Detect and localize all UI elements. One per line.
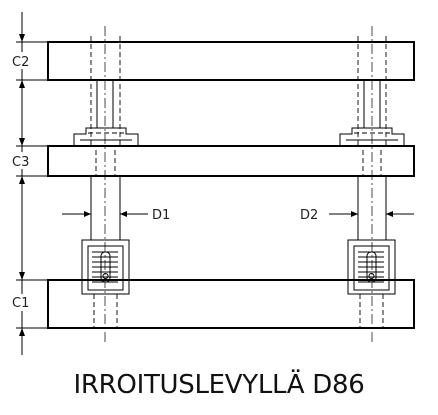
label-c3: C3 — [12, 155, 29, 170]
label-c2: C2 — [12, 55, 29, 70]
vertical-dimension-chain — [12, 12, 48, 355]
label-d2: D2 — [300, 208, 318, 223]
label-c1: C1 — [12, 296, 29, 311]
plate-c1 — [47, 279, 415, 329]
left-guide-column — [73, 26, 139, 344]
plate-c2 — [47, 41, 415, 81]
label-d1: D1 — [152, 208, 170, 223]
drawing-caption: IRROITUSLEVYLLÄ D86 — [73, 370, 365, 400]
plate-c3 — [47, 145, 415, 177]
right-guide-column — [339, 26, 405, 344]
